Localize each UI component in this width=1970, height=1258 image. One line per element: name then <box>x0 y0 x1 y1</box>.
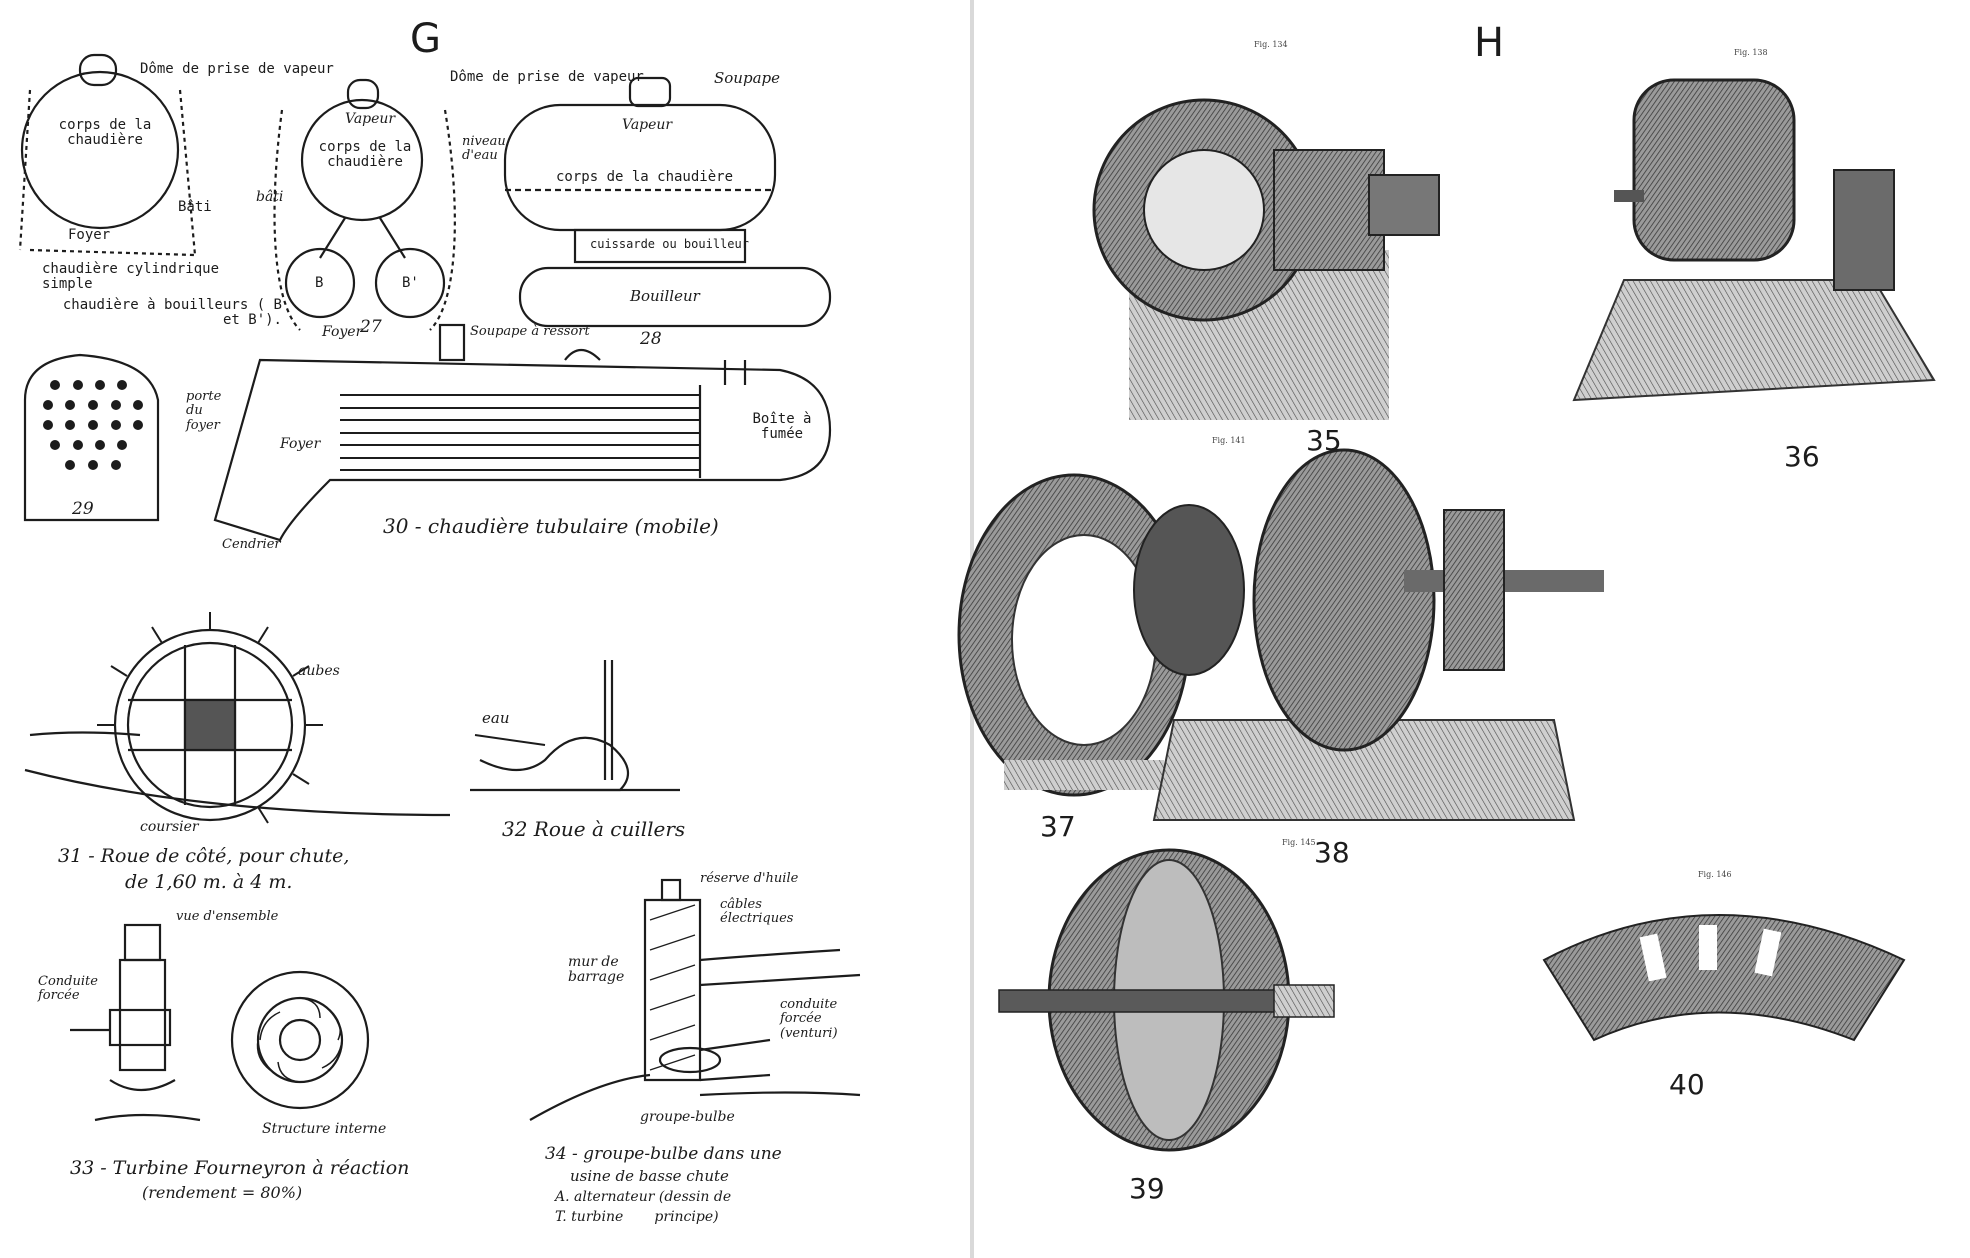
fig30-cendrier-label: Cendrier <box>222 537 281 552</box>
fig27-vapeur-label: Vapeur <box>345 111 396 127</box>
fig28-cuissarde-label: cuissarde ou bouilleur <box>590 237 749 251</box>
fig35-number: 35 <box>1306 424 1342 457</box>
fig33-caption-line2: (rendement = 80%) <box>142 1183 303 1202</box>
fig34-groupe-label: groupe-bulbe <box>640 1109 735 1125</box>
fig36-dynamo-drawing <box>1572 78 1936 402</box>
fig34-caption-line2: usine de basse chute <box>570 1167 729 1185</box>
fig30-tubular-boiler <box>213 358 832 542</box>
fig26-dome <box>78 53 118 87</box>
fig37-ring-drawing <box>957 473 1191 797</box>
fig26-dome-label: Dôme de prise de vapeur <box>140 61 334 77</box>
fig27-bati-label: bâti <box>256 189 284 205</box>
fig30-boite-label: Boîte à fumée <box>752 411 812 443</box>
fig30-porte-label: porte du foyer <box>186 389 222 433</box>
left-page: G <box>0 0 970 1258</box>
fig27-b-left: B <box>315 275 324 291</box>
fig32-eau-label: eau <box>482 709 510 727</box>
fig33-turbine-column <box>118 958 167 1072</box>
fig34-caption-line3: A. alternateur (dessin de <box>555 1189 732 1205</box>
fig28-bouilleur-label: Bouilleur <box>630 287 700 305</box>
fig28-vapeur-label: Vapeur <box>622 117 673 133</box>
fig26-brickwork <box>18 89 197 257</box>
fig28-soupape-label: Soupape <box>714 69 780 87</box>
fig26-brick-label: Bâti <box>178 199 212 215</box>
fig32-caption: 32 Roue à cuillers <box>502 817 686 841</box>
fig30-caption: 30 - chaudière tubulaire (mobile) <box>383 514 719 538</box>
fig30-soupape-label: Soupape à ressort <box>470 324 590 339</box>
page-letter-g: G <box>410 16 441 62</box>
fig28-bouilleur <box>518 266 832 328</box>
page-letter-h: H <box>1474 20 1505 66</box>
fig34-caption-line1: 34 - groupe-bulbe dans une <box>545 1144 782 1164</box>
boiler-and-wheel-sketches <box>18 53 861 1122</box>
fig34-dam-wall <box>643 898 702 1082</box>
fig34-caption-line4: T. turbine principe) <box>555 1209 719 1225</box>
fig26-body-label: corps de la chaudière <box>58 117 152 149</box>
fig38-number: 38 <box>1314 836 1350 869</box>
fig33-vue-label: vue d'ensemble <box>176 909 279 924</box>
fig28-num: 28 <box>640 329 662 349</box>
fig35-tag: Fig. 134 <box>1254 40 1288 49</box>
fig27-foyer-label: Foyer <box>322 324 363 340</box>
fig28-body-label: corps de la chaudière <box>556 169 734 185</box>
fig33-conduite-label: Conduite forcée <box>38 974 98 1004</box>
right-page: H <box>957 0 1970 1258</box>
fig37-number: 37 <box>1040 810 1076 843</box>
fig37-tag: Fig. 141 <box>1212 436 1246 445</box>
fig26-foyer-label: Foyer <box>68 227 111 243</box>
fig29-num: 29 <box>72 499 94 519</box>
fig33-turbine-structure <box>230 970 370 1110</box>
fig31-aubes-label: aubes <box>298 663 340 679</box>
fig27-body-label: corps de la chaudière <box>318 139 412 171</box>
fig35-dynamo-drawing <box>1092 98 1440 420</box>
fig34-mur-label: mur de barrage <box>568 954 625 986</box>
fig27-num: 27 <box>360 317 382 337</box>
fig27-b-right: B' <box>402 275 419 291</box>
fig39-tag: Fig. 145 <box>1282 838 1316 847</box>
dynamo-engravings <box>957 78 1936 1152</box>
fig36-tag: Fig. 138 <box>1734 48 1768 57</box>
fig39-rotor-drawing <box>998 848 1335 1152</box>
fig34-cables-label: câbles électriques <box>720 897 794 927</box>
fig36-number: 36 <box>1784 440 1820 473</box>
fig33-structure-label: Structure interne <box>262 1121 387 1137</box>
fig40-segment-drawing <box>1542 914 1906 1042</box>
fig39-number: 39 <box>1129 1172 1165 1205</box>
fig31-caption-line2: de 1,60 m. à 4 m. <box>125 871 293 893</box>
fig27-niveau-label: niveau d'eau <box>462 134 506 164</box>
fig34-reserve-label: réserve d'huile <box>700 871 799 886</box>
fig27-boiler-body <box>300 98 424 222</box>
fig27-caption: chaudière à bouilleurs ( B et B'). <box>62 297 282 329</box>
fig34-conduite-label: conduite forcée (venturi) <box>780 997 838 1041</box>
fig31-caption-line1: 31 - Roue de côté, pour chute, <box>58 845 350 867</box>
fig26-caption: chaudière cylindrique simple <box>42 261 220 293</box>
fig30-foyer-label: Foyer <box>280 436 321 452</box>
fig33-caption-line1: 33 - Turbine Fourneyron à réaction <box>70 1157 410 1179</box>
fig31-coursier-label: coursier <box>140 819 199 835</box>
fig26-boiler-body <box>20 70 180 230</box>
fig29-tube-plate <box>23 353 160 522</box>
fig40-tag: Fig. 146 <box>1698 870 1732 879</box>
fig27-dome-label: Dôme de prise de vapeur <box>450 69 644 85</box>
fig38-alternator-drawing <box>1133 448 1604 821</box>
fig40-number: 40 <box>1669 1068 1705 1101</box>
